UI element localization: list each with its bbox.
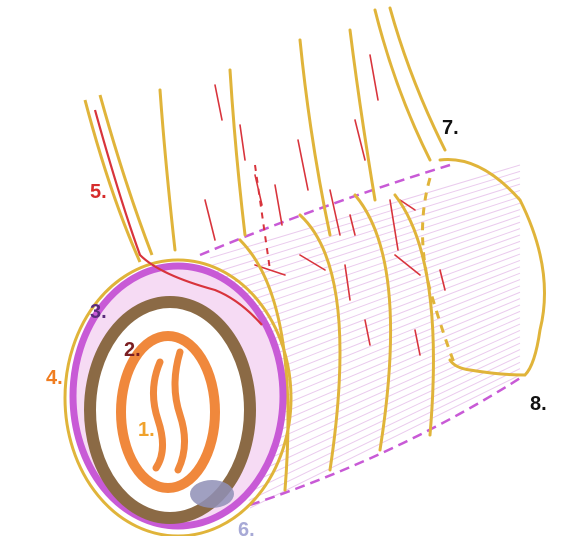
label-4: 4. bbox=[46, 367, 63, 389]
schwann-cell-blob bbox=[190, 480, 234, 508]
label-5: 5. bbox=[90, 181, 107, 203]
label-7: 7. bbox=[442, 117, 459, 139]
label-1: 1. bbox=[138, 419, 155, 441]
dashed-vessel bbox=[255, 165, 270, 270]
nerve-fibres bbox=[160, 8, 445, 250]
label-3: 3. bbox=[90, 301, 107, 323]
label-6: 6. bbox=[238, 519, 255, 536]
label-8: 8. bbox=[530, 393, 547, 415]
label-2: 2. bbox=[124, 339, 141, 361]
